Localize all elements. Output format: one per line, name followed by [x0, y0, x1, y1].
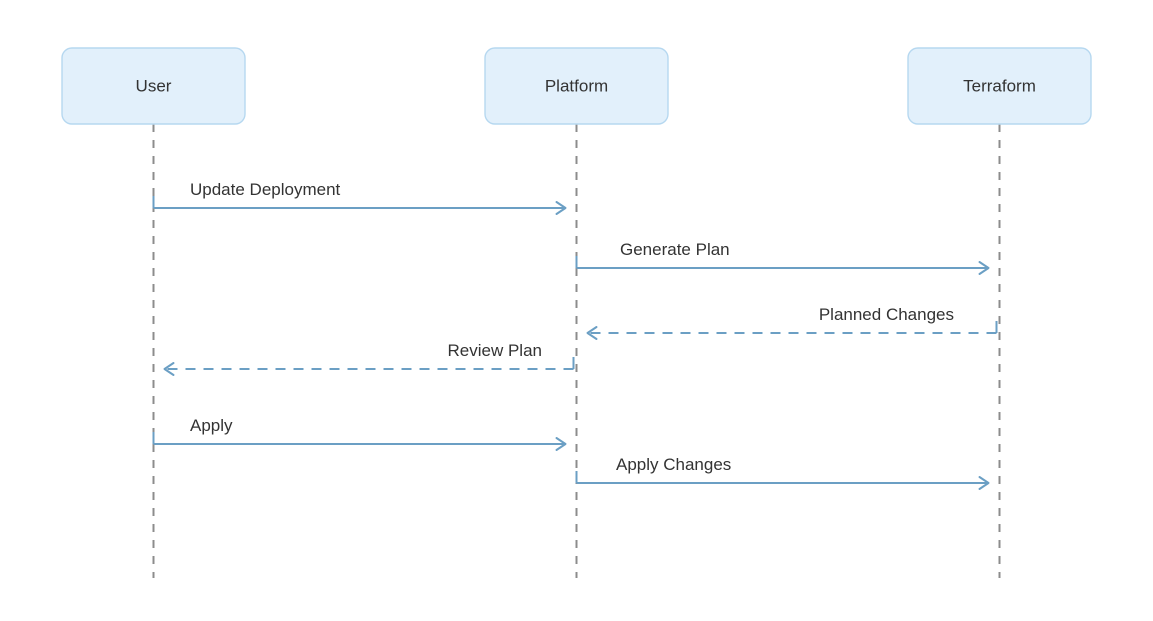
participant-platform[interactable]: Platform — [484, 47, 669, 125]
message-1[interactable]: Update Deployment — [152, 180, 567, 215]
participant-label-terraform: Terraform — [963, 76, 1036, 95]
message-label: Planned Changes — [819, 305, 954, 324]
message-arrowhead — [555, 201, 567, 215]
participant-terraform[interactable]: Terraform — [907, 47, 1092, 125]
message-6[interactable]: Apply Changes — [575, 455, 990, 490]
message-label: Apply — [190, 416, 233, 435]
message-label: Apply Changes — [616, 455, 731, 474]
message-label: Generate Plan — [620, 240, 730, 259]
participant-label-user: User — [136, 76, 172, 95]
message-arrowhead — [555, 437, 567, 451]
participant-user[interactable]: User — [61, 47, 246, 125]
participant-box-terraform[interactable] — [907, 47, 1092, 125]
participant-box-platform[interactable] — [484, 47, 669, 125]
message-arrowhead — [163, 362, 175, 376]
message-label: Review Plan — [448, 341, 543, 360]
participant-box-user[interactable] — [61, 47, 246, 125]
participants-group: User Platform Terraform — [61, 47, 1092, 125]
message-2[interactable]: Generate Plan — [575, 240, 990, 275]
message-arrowhead — [978, 476, 990, 490]
message-4[interactable]: Review Plan — [163, 341, 575, 376]
message-arrowhead — [586, 326, 598, 340]
message-arrowhead — [978, 261, 990, 275]
message-3[interactable]: Planned Changes — [586, 305, 998, 340]
lifelines-group — [152, 124, 1001, 578]
participant-label-platform: Platform — [545, 76, 608, 95]
message-label: Update Deployment — [190, 180, 341, 199]
message-5[interactable]: Apply — [152, 416, 567, 451]
